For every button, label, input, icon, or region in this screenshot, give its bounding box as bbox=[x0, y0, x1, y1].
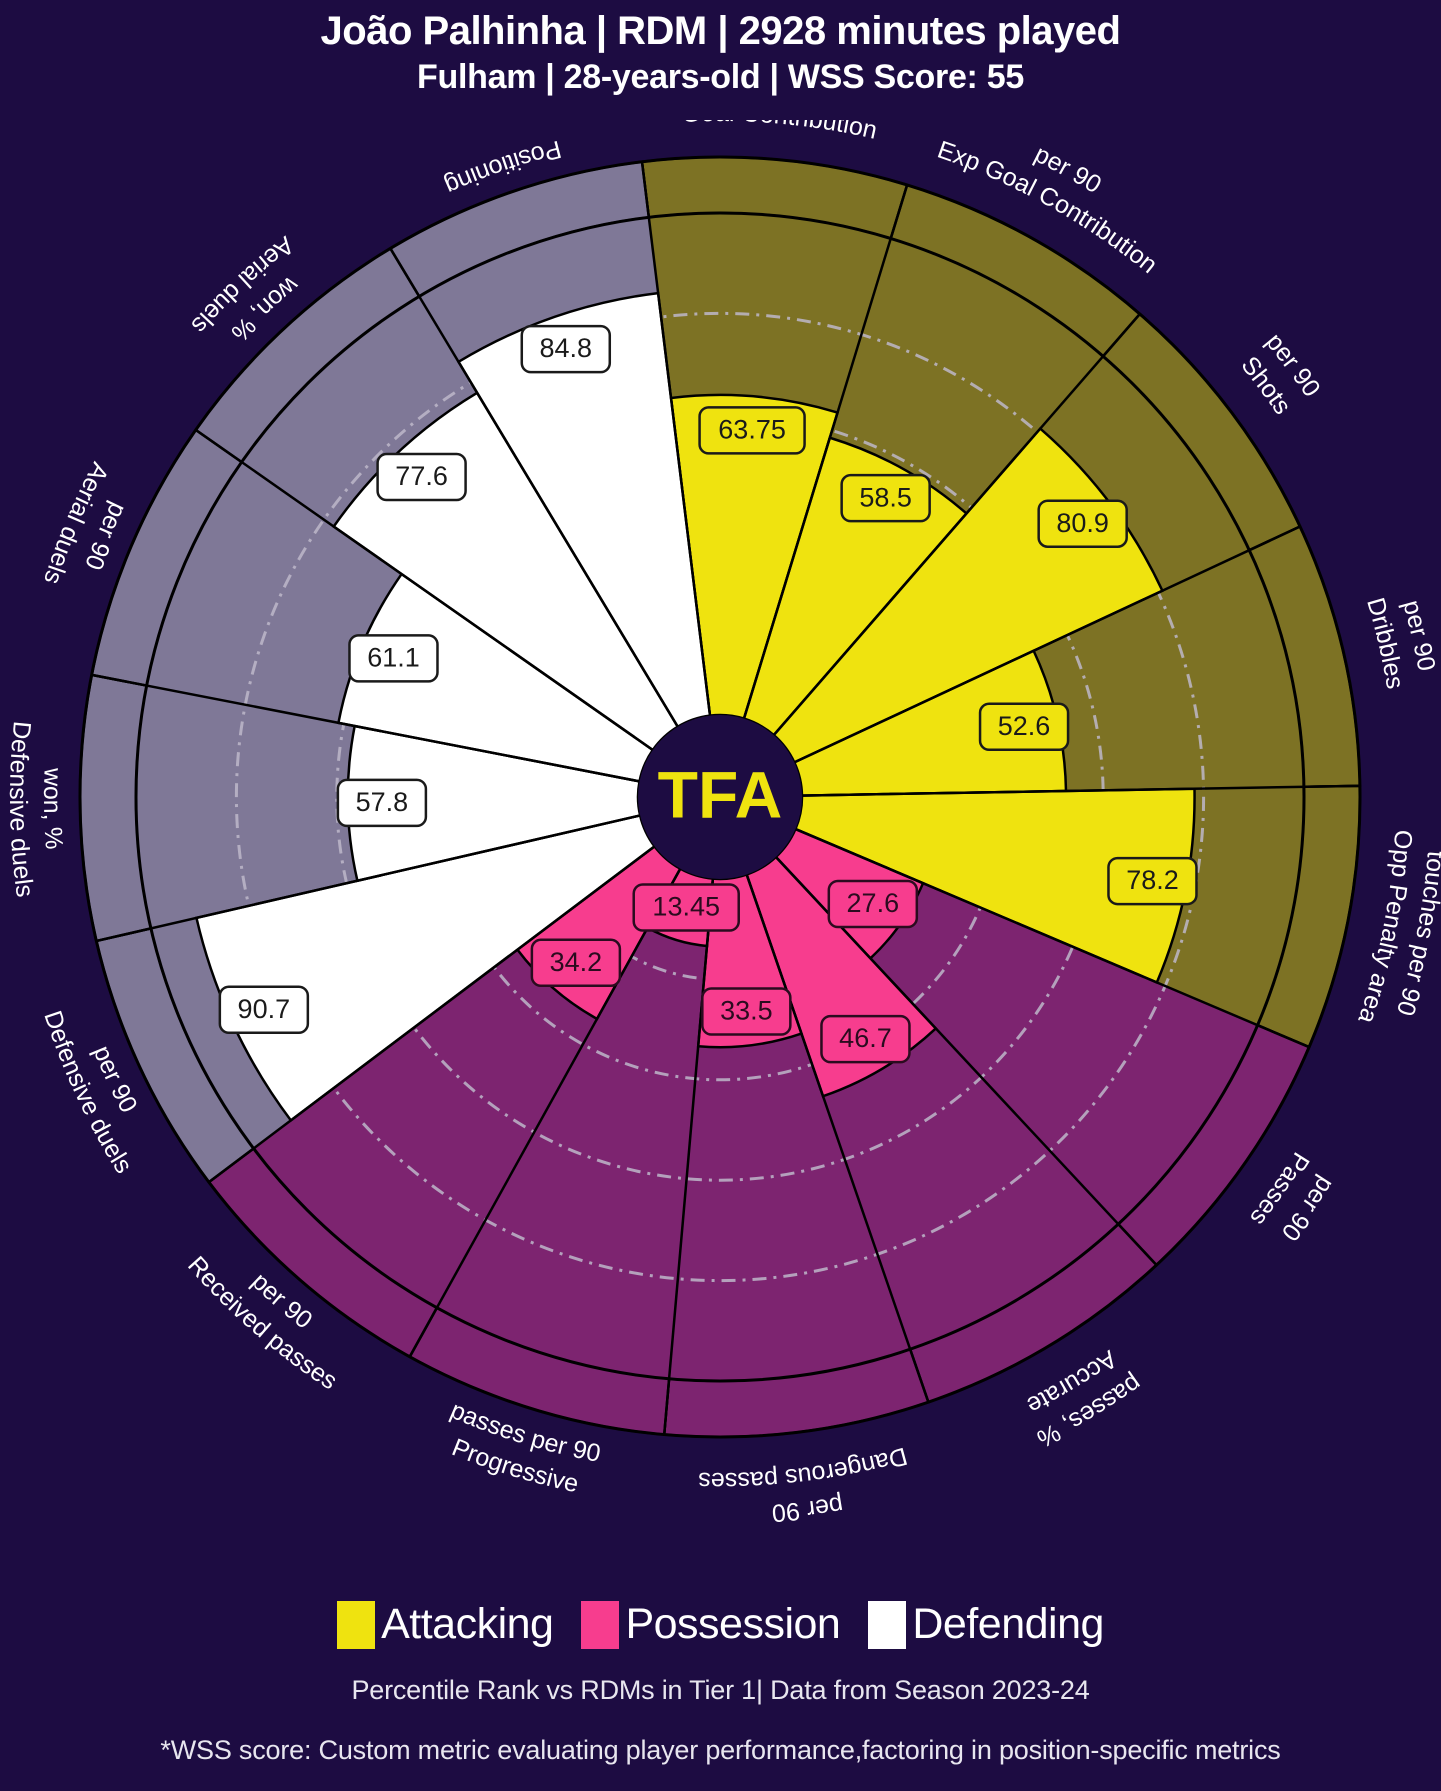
legend-item-defending: Defending bbox=[868, 1600, 1104, 1649]
sector-category-label: won, % bbox=[38, 767, 68, 851]
caption-wss-footnote: *WSS score: Custom metric evaluating pla… bbox=[160, 1735, 1281, 1765]
value-chip-text: 52.6 bbox=[998, 711, 1051, 741]
value-ring-outline bbox=[134, 211, 1306, 1383]
sector-divider bbox=[640, 161, 712, 716]
pizza-chart-svg: 63.75 58.5 80.9 52.6 78.2 27.6 46.7 33.5 13.45 34… bbox=[4, 120, 1441, 1527]
value-chip-text: 33.5 bbox=[720, 996, 773, 1026]
sector-divider bbox=[793, 525, 1301, 764]
value-chip: 61.1 bbox=[348, 634, 439, 683]
value-chip-text: 58.5 bbox=[859, 482, 912, 512]
value-chip: 78.2 bbox=[1107, 856, 1198, 906]
outer-ring-outline bbox=[78, 155, 1362, 1439]
sector-divider bbox=[745, 874, 930, 1403]
value-chip: 57.8 bbox=[336, 778, 428, 828]
sector-divider bbox=[96, 814, 641, 943]
value-chip: 46.7 bbox=[820, 1014, 911, 1064]
value-chip-bg bbox=[701, 987, 792, 1036]
value-chip-text: 78.2 bbox=[1126, 865, 1179, 895]
grid-arc bbox=[234, 311, 1206, 1283]
value-chip-text: 34.2 bbox=[550, 947, 603, 977]
sector-divider bbox=[794, 827, 1310, 1049]
sector-divider bbox=[195, 428, 654, 751]
legend-label-defending: Defending bbox=[912, 1600, 1104, 1648]
sector-category-label: Defensive duels bbox=[4, 720, 39, 899]
value-chip-bg bbox=[1037, 499, 1128, 548]
value-chip-bg bbox=[698, 406, 806, 455]
center-logo-circle bbox=[638, 715, 802, 879]
value-chip-bg bbox=[827, 879, 919, 929]
value-chip: 52.6 bbox=[978, 702, 1070, 752]
value-chip: 80.9 bbox=[1037, 499, 1128, 548]
legend-item-attacking: Attacking bbox=[337, 1600, 554, 1649]
sector-category-label: Goal Contribution bbox=[681, 120, 880, 145]
value-chip: 13.45 bbox=[632, 883, 740, 932]
value-chip: 58.5 bbox=[840, 473, 931, 523]
value-chip-bg bbox=[348, 634, 439, 683]
value-chip-text: 13.45 bbox=[652, 892, 720, 922]
sector-divider bbox=[389, 247, 679, 728]
sector-divider bbox=[662, 878, 715, 1435]
value-chip-text: 27.6 bbox=[847, 888, 900, 918]
sector-divider bbox=[772, 313, 1141, 736]
legend-swatch-defending bbox=[868, 1600, 907, 1649]
value-chip-bg bbox=[820, 1014, 911, 1064]
legend-label-attacking: Attacking bbox=[381, 1600, 554, 1648]
value-chip-text: 77.6 bbox=[395, 461, 448, 491]
value-chip-text: 90.7 bbox=[238, 994, 291, 1024]
pizza-chart: 63.75 58.5 80.9 52.6 78.2 27.6 46.7 33.5 13.45 34… bbox=[0, 120, 1441, 1550]
caption-percentile-source: Percentile Rank vs RDMs in Tier 1| Data … bbox=[351, 1675, 1090, 1705]
value-chip-text: 63.75 bbox=[718, 415, 786, 445]
value-chip: 84.8 bbox=[520, 324, 612, 374]
value-chip-bg bbox=[218, 985, 310, 1034]
sector-divider bbox=[801, 784, 1360, 797]
sector-category-label: per 90 bbox=[771, 1491, 845, 1527]
value-chip-text: 61.1 bbox=[367, 643, 420, 673]
value-chip: 34.2 bbox=[530, 938, 622, 988]
sector-divider bbox=[91, 673, 640, 783]
value-chip: 90.7 bbox=[218, 985, 310, 1034]
page-subtitle: Fulham | 28-years-old | WSS Score: 55 bbox=[417, 58, 1024, 97]
value-chip-bg bbox=[376, 452, 467, 502]
sector-divider bbox=[208, 845, 656, 1184]
legend-label-possession: Possession bbox=[625, 1600, 841, 1648]
legend: Attacking Possession Defending bbox=[0, 1600, 1441, 1649]
value-chip-bg bbox=[840, 473, 931, 523]
value-chip-bg bbox=[1107, 856, 1198, 906]
value-chip-bg bbox=[520, 324, 612, 374]
value-chip-bg bbox=[530, 938, 622, 988]
legend-item-possession: Possession bbox=[581, 1600, 841, 1649]
value-chip-bg bbox=[336, 778, 428, 828]
value-chip-text: 57.8 bbox=[356, 787, 409, 817]
page-title: João Palhinha | RDM | 2928 minutes playe… bbox=[320, 9, 1121, 53]
center-logo-text: TFA bbox=[658, 757, 783, 831]
legend-swatch-possession bbox=[581, 1600, 620, 1649]
value-chip: 63.75 bbox=[698, 406, 806, 455]
value-chip-bg bbox=[978, 702, 1070, 752]
value-chip-bg bbox=[632, 883, 740, 932]
value-chip-text: 84.8 bbox=[539, 333, 592, 363]
legend-swatch-attacking bbox=[337, 1600, 376, 1649]
sector-track bbox=[436, 868, 713, 1379]
sector-category-label: Dangerous passes bbox=[698, 1442, 910, 1495]
value-chip-text: 80.9 bbox=[1056, 508, 1109, 538]
value-chip: 27.6 bbox=[827, 879, 919, 929]
sector-divider bbox=[408, 868, 682, 1358]
chart-title-block: João Palhinha | RDM | 2928 minutes playe… bbox=[0, 8, 1441, 98]
sector-divider bbox=[742, 184, 909, 719]
value-chip-text: 46.7 bbox=[839, 1023, 892, 1053]
value-chip: 77.6 bbox=[376, 452, 467, 502]
value-chip: 33.5 bbox=[701, 987, 792, 1036]
